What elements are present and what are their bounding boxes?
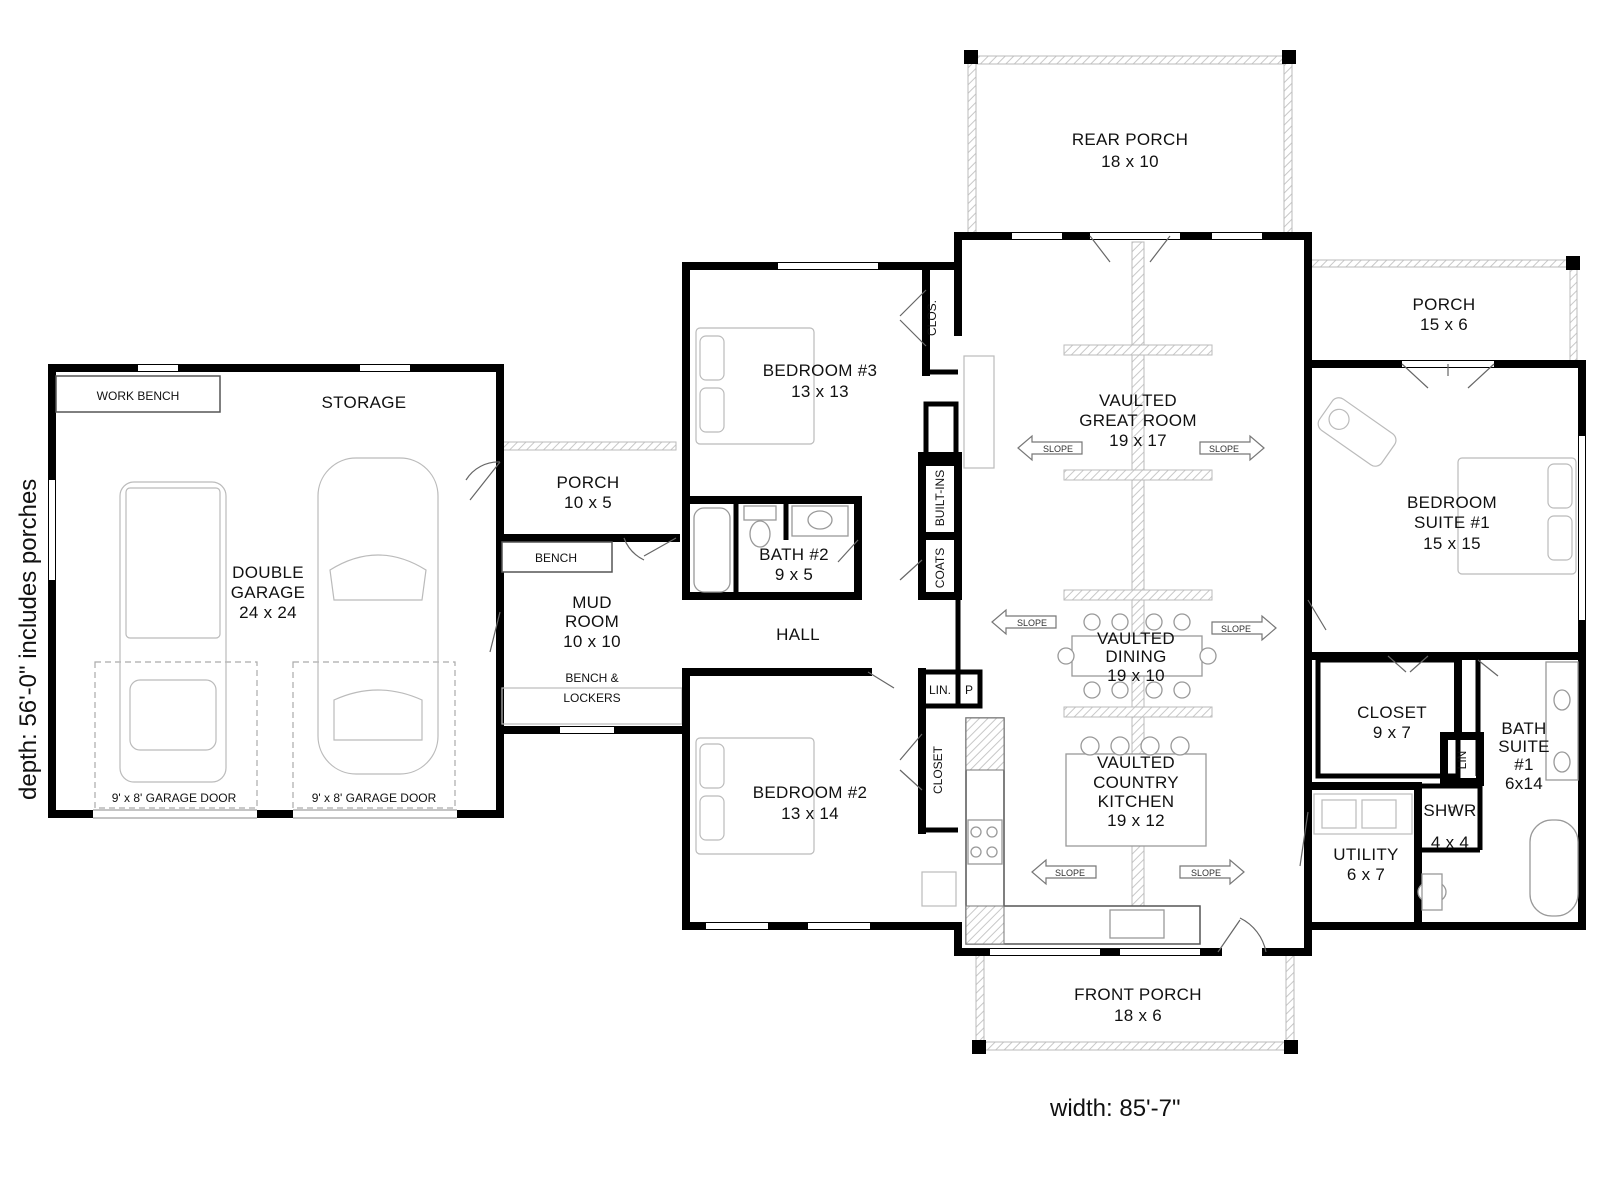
mud-room: [496, 534, 690, 734]
great-room-line2: GREAT ROOM: [1079, 411, 1197, 430]
bedroom2-name: BEDROOM #2: [753, 783, 867, 802]
garage-size: 24 x 24: [239, 603, 297, 622]
slope-arrow-gr-right: SLOPE: [1199, 434, 1265, 462]
svg-text:SLOPE: SLOPE: [1221, 624, 1251, 634]
slope-arrow-din-left: SLOPE: [991, 608, 1057, 636]
coats-label: COATS: [933, 548, 947, 588]
svg-text:SLOPE: SLOPE: [1191, 868, 1221, 878]
clos-label: CLOS.: [925, 300, 939, 336]
mud-room-size: 10 x 10: [563, 632, 621, 651]
slope-arrow-gr-left: SLOPE: [1017, 434, 1083, 462]
garage: [48, 364, 504, 819]
bench-lockers-1: BENCH &: [565, 671, 618, 685]
great-room-size: 19 x 17: [1109, 431, 1167, 450]
porch-mid-name: PORCH: [557, 473, 620, 492]
utility-size: 6 x 7: [1347, 865, 1385, 884]
slope-arrow-kit-left: SLOPE: [1031, 858, 1097, 886]
bedroom2-size: 13 x 14: [781, 804, 839, 823]
great-room-line1: VAULTED: [1099, 391, 1177, 410]
kitchen-line2: COUNTRY: [1093, 773, 1179, 792]
kitchen-size: 19 x 12: [1107, 811, 1165, 830]
dining-line2: DINING: [1105, 647, 1166, 666]
main-hall: [954, 232, 1312, 956]
hall-label: HALL: [776, 625, 820, 644]
slope-arrows: SLOPE SLOPE SLOPE SLOPE SLOPE SLOPE: [991, 434, 1277, 886]
svg-text:SLOPE: SLOPE: [1209, 444, 1239, 454]
work-bench-label: WORK BENCH: [97, 389, 180, 403]
closet-small-label: CLOSET: [931, 745, 945, 794]
porch-right-size: 15 x 6: [1420, 315, 1468, 334]
bedroom-suite-1: [1304, 360, 1586, 930]
rear-porch: [964, 50, 1296, 235]
kitchen-line1: VAULTED: [1097, 753, 1175, 772]
bath-suite-size: 6x14: [1505, 774, 1543, 793]
garage-line1: DOUBLE: [232, 563, 304, 582]
utility-name: UTILITY: [1333, 845, 1398, 864]
dining-line1: VAULTED: [1097, 629, 1175, 648]
lin-label: LIN.: [929, 683, 951, 697]
bath-2: [682, 496, 862, 600]
width-label: width: 85'-7": [1049, 1095, 1181, 1122]
bedroom-suite-size: 15 x 15: [1423, 534, 1481, 553]
bedroom3-size: 13 x 13: [791, 382, 849, 401]
bath-suite-line3: #1: [1514, 755, 1534, 774]
front-porch-size: 18 x 6: [1114, 1006, 1162, 1025]
bedroom-suite-line2: SUITE #1: [1414, 513, 1490, 532]
rear-porch-name: REAR PORCH: [1072, 130, 1188, 149]
mud-room-line2: ROOM: [565, 612, 619, 631]
front-porch-name: FRONT PORCH: [1074, 985, 1202, 1004]
svg-text:SLOPE: SLOPE: [1043, 444, 1073, 454]
master-bath-area: [1299, 652, 1579, 930]
svg-text:SLOPE: SLOPE: [1055, 868, 1085, 878]
bath-suite-line1: BATH: [1501, 719, 1546, 738]
bench-lockers-2: LOCKERS: [563, 691, 620, 705]
shower-name: SHWR: [1423, 801, 1476, 820]
bedroom3-name: BEDROOM #3: [763, 361, 877, 380]
closet-master-name: CLOSET: [1357, 703, 1427, 722]
svg-text:SLOPE: SLOPE: [1017, 618, 1047, 628]
bath-suite-line2: SUITE: [1498, 737, 1550, 756]
bath2-size: 9 x 5: [775, 565, 813, 584]
porch-mid-size: 10 x 5: [564, 493, 612, 512]
garage-door-1-label: 9' x 8' GARAGE DOOR: [112, 791, 237, 805]
front-porch: [972, 949, 1298, 1054]
bedroom-2: [682, 668, 962, 930]
garage-line2: GARAGE: [231, 583, 306, 602]
mid-porch: [499, 441, 677, 451]
bedroom-suite-line1: BEDROOM: [1407, 493, 1497, 512]
closet-column: [899, 355, 995, 709]
mud-room-line1: MUD: [572, 593, 612, 612]
built-ins-label: BUILT-INS: [933, 470, 947, 526]
garage-door-2-label: 9' x 8' GARAGE DOOR: [312, 791, 437, 805]
slope-arrow-din-right: SLOPE: [1211, 614, 1277, 642]
bath2-name: BATH #2: [759, 545, 829, 564]
rear-porch-size: 18 x 10: [1101, 152, 1159, 171]
depth-label: depth: 56'-0" includes porches: [15, 479, 42, 800]
porch-right-name: PORCH: [1413, 295, 1476, 314]
storage-label: STORAGE: [322, 393, 407, 412]
shower-size: 4 x 4: [1431, 833, 1469, 852]
closet-master-size: 9 x 7: [1373, 723, 1411, 742]
dining-size: 19 x 10: [1107, 666, 1165, 685]
lin-master-label: LIN: [1455, 751, 1469, 770]
room-labels: REAR PORCH 18 x 10 PORCH 15 x 6 PORCH 10…: [97, 130, 1550, 1025]
bench-label: BENCH: [535, 551, 577, 565]
pantry-label: P: [965, 683, 973, 697]
kitchen-line3: KITCHEN: [1098, 792, 1175, 811]
slope-arrow-kit-right: SLOPE: [1179, 858, 1245, 886]
